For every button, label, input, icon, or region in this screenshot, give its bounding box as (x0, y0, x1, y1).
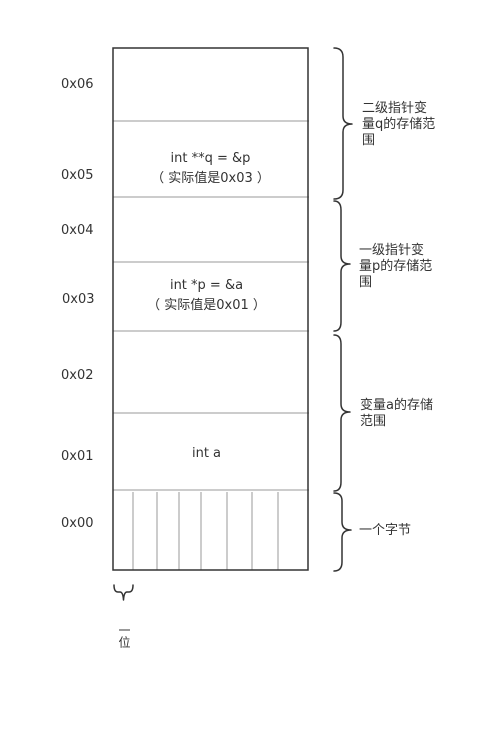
memory-block-outline (112, 47, 309, 571)
brace-p-range (333, 200, 351, 332)
bit-label: 一位 (117, 624, 131, 648)
q-actual-value: （ 实际值是0x03 ） (151, 171, 270, 186)
a-range-line-1: 变量a的存储 (360, 398, 433, 413)
cell-dividers (113, 120, 309, 491)
brace-a-range (333, 334, 351, 492)
address-label-0x05: 0x05 (61, 168, 94, 183)
address-label-0x02: 0x02 (61, 368, 94, 383)
address-label-0x00: 0x00 (61, 516, 94, 531)
address-label-0x03: 0x03 (62, 292, 95, 307)
brace-byte (333, 492, 352, 572)
p-range-label: 一级指针变 量p的存储范 围 (359, 243, 432, 291)
q-range-line-1: 二级指针变 (362, 101, 428, 116)
p-range-line-2: 量p的存储范 (359, 259, 433, 274)
q-range-line-3: 围 (362, 133, 376, 148)
range-braces (333, 47, 353, 572)
a-range-line-2: 范围 (360, 414, 387, 429)
address-label-0x01: 0x01 (61, 449, 94, 464)
q-range-label: 二级指针变 量q的存储范 围 (362, 101, 435, 149)
q-range-line-2: 量q的存储范 (362, 117, 436, 132)
byte-label: 一个字节 (359, 523, 412, 538)
q-declaration: int **q = &p (170, 151, 251, 166)
p-actual-value: （ 实际值是0x01 ） (147, 298, 266, 313)
a-range-label: 变量a的存储 范围 (360, 398, 433, 430)
brace-bit (113, 584, 134, 601)
p-range-line-1: 一级指针变 (359, 243, 425, 258)
bit-lines (132, 492, 279, 570)
address-label-0x06: 0x06 (61, 77, 94, 92)
brace-q-range (333, 47, 353, 200)
a-declaration: int a (191, 446, 222, 461)
address-label-0x04: 0x04 (61, 223, 94, 238)
p-declaration: int *p = &a (169, 278, 244, 293)
p-range-line-3: 围 (359, 275, 373, 290)
